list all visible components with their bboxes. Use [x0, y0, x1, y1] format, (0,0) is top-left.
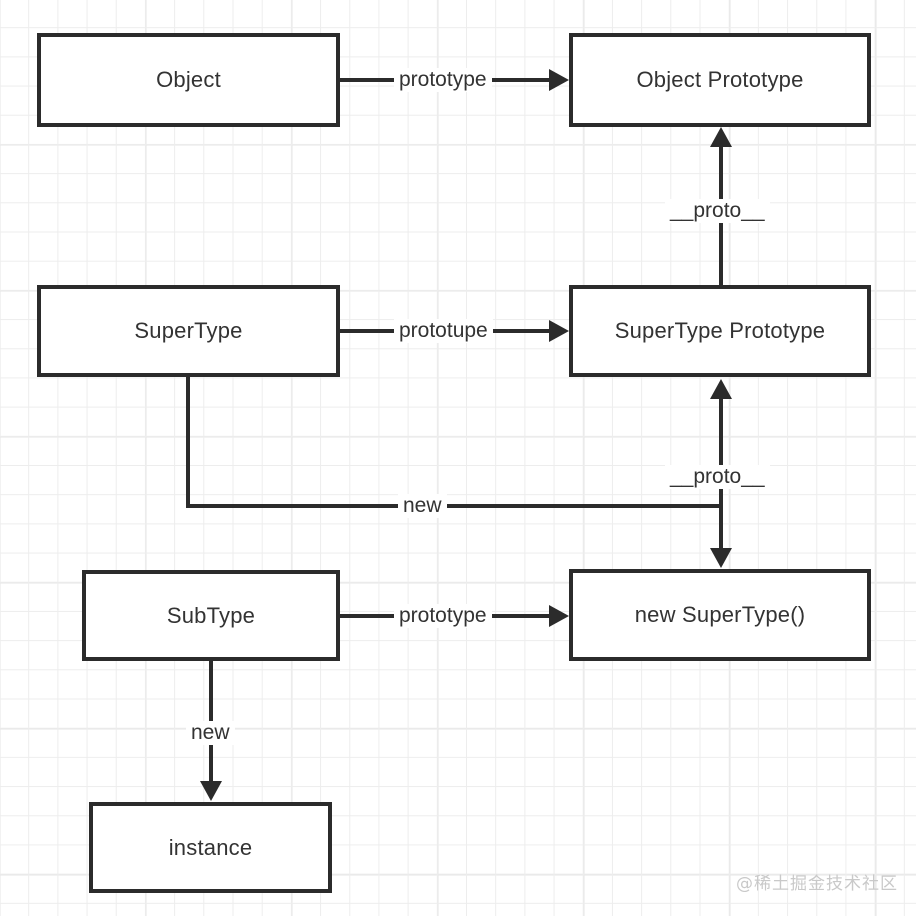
edge-supertype-to-new-supertype-drop	[186, 377, 190, 508]
edge-supertype-to-new-supertype-descend	[719, 504, 723, 550]
node-supertype-label: SuperType	[134, 318, 243, 343]
edge-label-proto-upper: __proto__	[665, 199, 770, 223]
edge-subtype-to-instance-arrowhead	[200, 781, 222, 801]
edge-object-to-object-prototype-arrowhead	[549, 69, 569, 91]
node-supertype-prototype-label: SuperType Prototype	[614, 318, 826, 343]
node-object[interactable]: Object	[37, 33, 340, 127]
node-object-prototype[interactable]: Object Prototype	[569, 33, 871, 127]
edge-new-supertype-to-supertype-prototype-arrowhead	[710, 379, 732, 399]
node-subtype-label: SubType	[166, 602, 256, 628]
node-new-supertype[interactable]: new SuperType()	[569, 569, 871, 661]
edge-label-prototype-subtype: prototype	[394, 604, 492, 628]
edge-subtype-to-new-supertype-arrowhead	[549, 605, 569, 627]
node-supertype-prototype[interactable]: SuperType Prototype	[569, 285, 871, 377]
edge-new-supertype-to-supertype-prototype-line	[719, 399, 723, 509]
edge-supertype-to-supertype-prototype-arrowhead	[549, 320, 569, 342]
edge-supertype-to-new-supertype-run	[186, 504, 721, 508]
edge-supertype-prototype-to-object-prototype-arrowhead	[710, 127, 732, 147]
node-object-prototype-label: Object Prototype	[636, 67, 804, 92]
node-subtype[interactable]: SubType	[82, 570, 340, 661]
node-object-label: Object	[156, 67, 221, 92]
node-new-supertype-label: new SuperType()	[634, 602, 806, 627]
node-supertype[interactable]: SuperType	[37, 285, 340, 377]
edge-label-prototupe: prototupe	[394, 319, 493, 343]
edge-label-proto-lower: __proto__	[665, 465, 770, 489]
edge-supertype-to-new-supertype-arrowhead	[710, 548, 732, 568]
watermark: @稀土掘金技术社区	[736, 874, 898, 894]
edge-label-new-instance: new	[186, 721, 235, 745]
edge-label-new-supertype: new	[398, 494, 447, 518]
node-instance[interactable]: instance	[89, 802, 332, 893]
edge-label-prototype-object: prototype	[394, 68, 492, 92]
node-instance-label: instance	[168, 834, 253, 860]
